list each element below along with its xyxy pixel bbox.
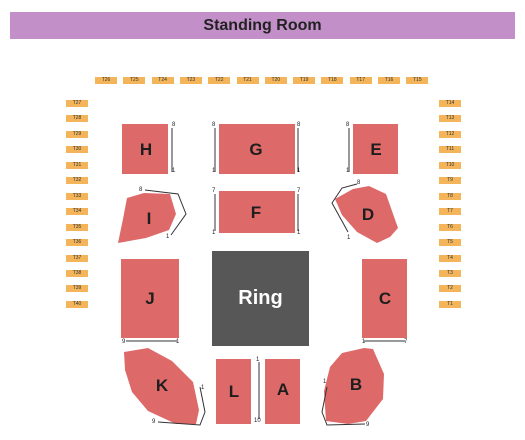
section-e[interactable] [353, 124, 398, 174]
table-t25[interactable]: T25 [123, 77, 146, 84]
section-a[interactable] [265, 359, 300, 424]
table-t30[interactable]: T30 [66, 146, 88, 154]
table-t37[interactable]: T37 [66, 254, 88, 262]
row-number: 10 [254, 418, 261, 424]
table-t10[interactable]: T10 [439, 161, 461, 169]
table-t31[interactable]: T31 [66, 161, 88, 169]
table-t15[interactable]: T15 [406, 77, 429, 84]
table-t21[interactable]: T21 [236, 77, 259, 84]
table-t23[interactable]: T23 [179, 77, 202, 84]
table-t32[interactable]: T32 [66, 177, 88, 185]
table-t38[interactable]: T38 [66, 269, 88, 277]
row-number: 1 [212, 230, 216, 236]
table-t35[interactable]: T35 [66, 223, 88, 231]
row-bracket-b [321, 386, 366, 426]
table-t33[interactable]: T33 [66, 192, 88, 200]
table-t19[interactable]: T19 [293, 77, 316, 84]
row-number: 8 [212, 122, 216, 128]
row-number: 1 [362, 339, 366, 345]
section-d[interactable] [335, 186, 398, 243]
table-t16[interactable]: T16 [378, 77, 400, 84]
table-t12[interactable]: T12 [439, 130, 461, 138]
table-t34[interactable]: T34 [66, 208, 88, 216]
row-number: 8 [297, 122, 301, 128]
section-k[interactable] [124, 348, 199, 424]
table-t24[interactable]: T24 [151, 77, 174, 84]
table-t27[interactable]: T27 [66, 100, 88, 107]
row-number: 9 [122, 339, 126, 345]
row-number: 1 [212, 168, 216, 174]
row-number: 1 [172, 168, 176, 174]
table-t22[interactable]: T22 [208, 77, 231, 84]
row-number: 9 [152, 419, 156, 425]
row-number: 1 [323, 379, 327, 385]
section-g[interactable] [219, 124, 295, 174]
row-number: 1 [256, 357, 260, 363]
row-number: 7 [404, 339, 408, 345]
row-number: 1 [297, 230, 301, 236]
table-t4[interactable]: T4 [439, 254, 461, 262]
section-i[interactable] [118, 193, 176, 243]
table-t13[interactable]: T13 [439, 115, 461, 123]
section-j[interactable] [121, 259, 179, 338]
table-t6[interactable]: T6 [439, 223, 461, 231]
row-bracket-f [214, 194, 299, 231]
row-number: 1 [166, 234, 170, 240]
row-number: 8 [346, 122, 350, 128]
section-h[interactable] [122, 124, 168, 174]
table-t29[interactable]: T29 [66, 130, 88, 138]
row-number: 1 [176, 339, 180, 345]
row-number: 8 [172, 122, 176, 128]
table-t36[interactable]: T36 [66, 239, 88, 247]
row-number: 1 [201, 385, 205, 391]
table-t20[interactable]: T20 [264, 77, 287, 84]
table-t1[interactable]: T1 [439, 300, 461, 308]
table-t5[interactable]: T5 [439, 239, 461, 247]
row-number: 7 [297, 188, 301, 194]
standing-room-banner[interactable]: Standing Room [10, 12, 515, 39]
row-bracket-i [144, 189, 187, 236]
table-t28[interactable]: T28 [66, 115, 88, 123]
table-t17[interactable]: T17 [349, 77, 372, 84]
row-bracket-g [214, 128, 299, 172]
section-f[interactable] [219, 191, 295, 233]
row-number: 1 [297, 168, 301, 174]
table-t14[interactable]: T14 [439, 100, 461, 107]
row-number: 9 [366, 422, 370, 428]
table-t11[interactable]: T11 [439, 146, 461, 154]
section-l[interactable] [216, 359, 251, 424]
row-number: 1 [346, 168, 350, 174]
table-t40[interactable]: T40 [66, 300, 88, 308]
table-t39[interactable]: T39 [66, 285, 88, 293]
table-t9[interactable]: T9 [439, 177, 461, 185]
table-t7[interactable]: T7 [439, 208, 461, 216]
table-t3[interactable]: T3 [439, 269, 461, 277]
table-t2[interactable]: T2 [439, 285, 461, 293]
row-number: 8 [357, 180, 361, 186]
section-c[interactable] [362, 259, 407, 338]
table-t8[interactable]: T8 [439, 192, 461, 200]
table-t26[interactable]: T26 [95, 77, 117, 84]
section-b[interactable] [324, 348, 384, 424]
ring: Ring [212, 251, 309, 346]
row-bracket-k [157, 386, 206, 426]
row-number: 1 [347, 235, 351, 241]
row-bracket-d [331, 183, 358, 233]
table-t18[interactable]: T18 [321, 77, 344, 84]
row-number: 8 [139, 187, 143, 193]
row-number: 7 [212, 188, 216, 194]
